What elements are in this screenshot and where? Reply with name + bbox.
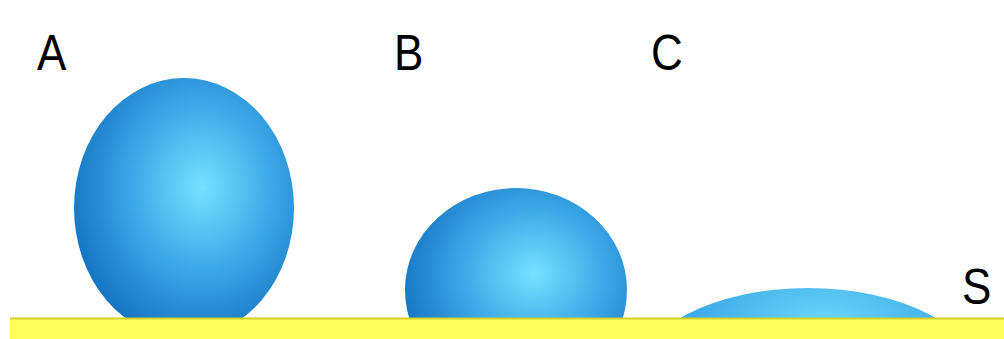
- part-label: C: [651, 28, 683, 78]
- solid-surface: [10, 318, 1004, 339]
- part-label: S: [962, 262, 991, 312]
- part-label: B: [394, 28, 423, 78]
- surface-edge: [10, 318, 1004, 320]
- droplet-a: [74, 78, 294, 318]
- part-label: A: [37, 28, 66, 78]
- droplet-c: [635, 288, 981, 318]
- droplet-b: [405, 188, 627, 318]
